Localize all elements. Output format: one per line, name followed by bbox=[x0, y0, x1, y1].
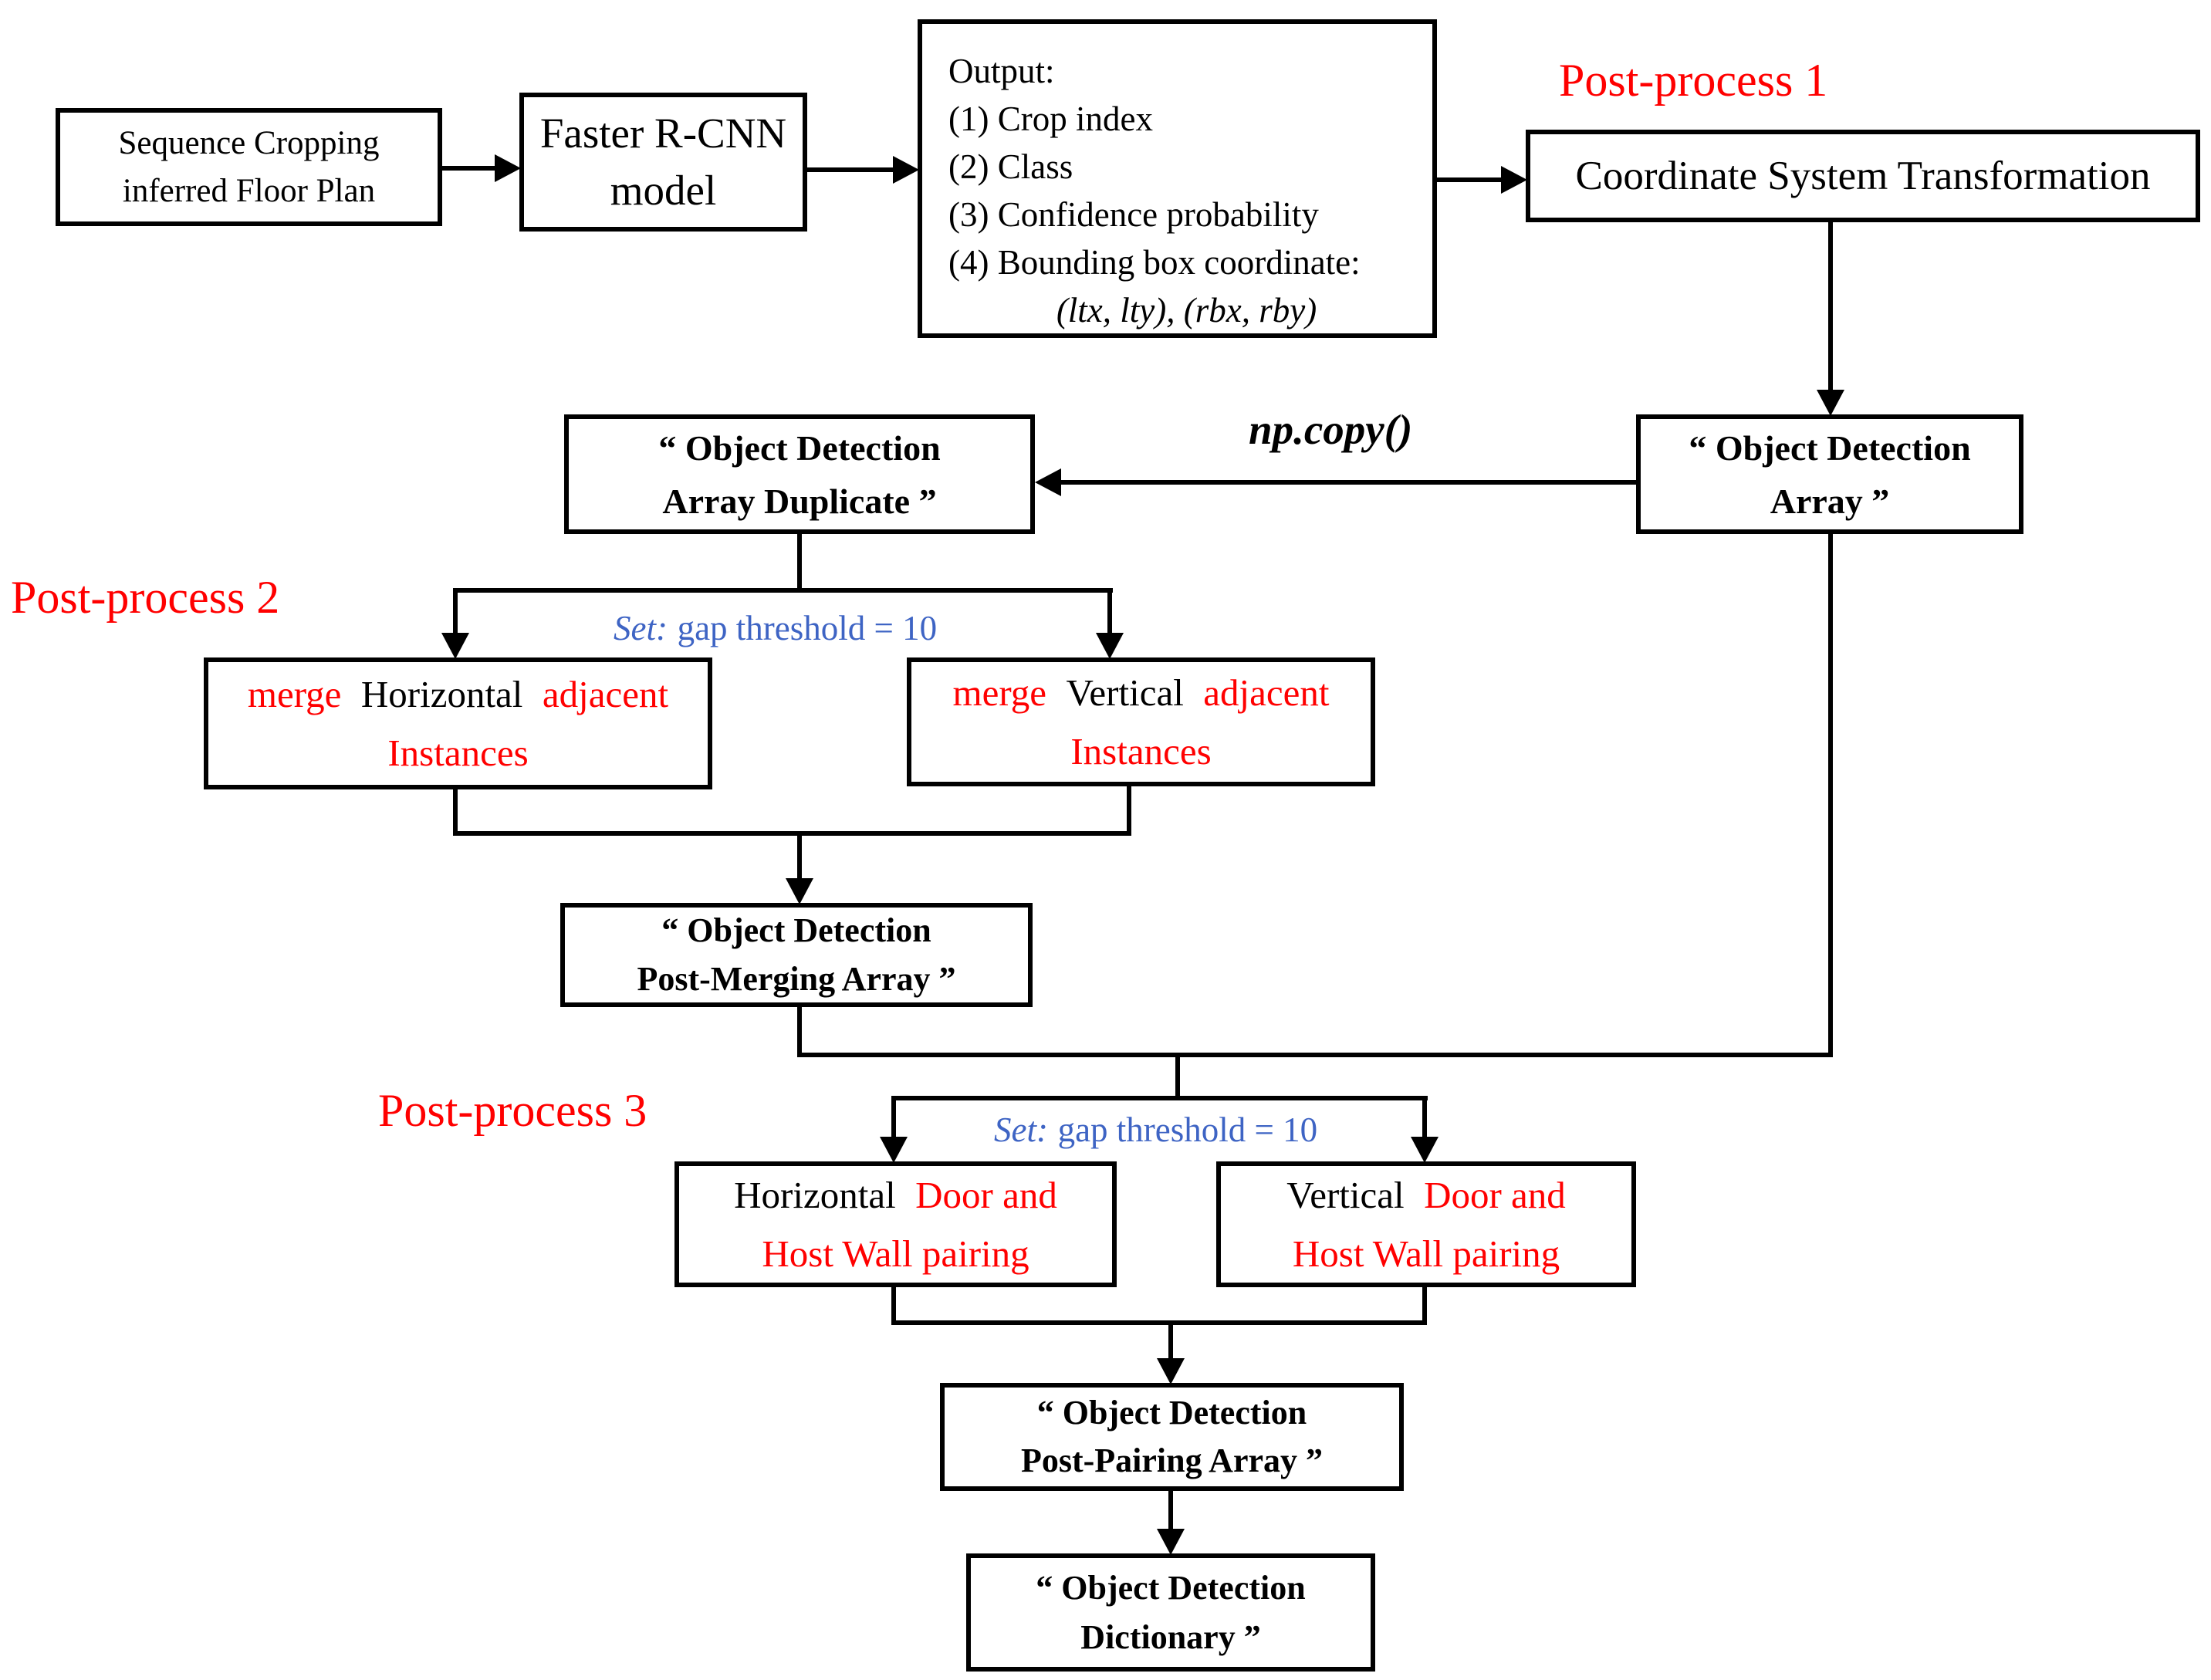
node-label-line: Array Duplicate ” bbox=[662, 481, 937, 521]
stage-label-post-process-2: Post-process 2 bbox=[11, 572, 280, 623]
node-label-line: “ Object Detection bbox=[661, 911, 931, 950]
node-horizontal-door-host-wall-pairing: Horizontal Door and Host Wall pairing bbox=[674, 1161, 1117, 1287]
node-coordinate-system-transformation: Coordinate System Transformation bbox=[1526, 130, 2200, 222]
node-label-line: Dictionary ” bbox=[1080, 1617, 1261, 1656]
node-label-line: “ Object Detection bbox=[1036, 1568, 1306, 1607]
node-label-line: inferred Floor Plan bbox=[122, 172, 376, 209]
connector-long-horizontal bbox=[797, 1053, 1833, 1057]
connector-join-down bbox=[797, 831, 802, 881]
connector-post-merging-down bbox=[797, 1007, 802, 1057]
connector-split-postprocess3 bbox=[891, 1096, 1428, 1100]
arrowhead-into-dictionary bbox=[1157, 1529, 1185, 1555]
connector-pair-horizontal-down bbox=[891, 1287, 896, 1325]
connector-split3-left-down bbox=[891, 1096, 896, 1138]
arrowhead-into-post-merging-array bbox=[786, 878, 813, 904]
arrowhead-rcnn-to-output bbox=[893, 156, 919, 184]
node-object-detection-array-duplicate: “ Object Detection Array Duplicate ” bbox=[564, 414, 1035, 534]
connector-split-left-down bbox=[453, 588, 458, 634]
connector-odarray-to-duplicate bbox=[1060, 480, 1636, 485]
connector-odarray-long-vertical bbox=[1828, 534, 1833, 1057]
connector-split3-right-down bbox=[1422, 1096, 1427, 1138]
arrowhead-odarray-to-duplicate bbox=[1035, 468, 1061, 496]
word-merge: merge bbox=[952, 671, 1046, 714]
connector-join-postprocess2 bbox=[453, 831, 1131, 836]
connector-cst-to-odarray bbox=[1828, 222, 1833, 391]
arrowhead-output-to-cst bbox=[1501, 166, 1527, 194]
word-adjacent: adjacent bbox=[1203, 671, 1330, 714]
node-label-line: Vertical Door and bbox=[1286, 1166, 1566, 1225]
connector-join3-down bbox=[1168, 1320, 1173, 1361]
node-label-line: “ Object Detection bbox=[1036, 1393, 1307, 1432]
word-host-wall-pairing: Host Wall pairing bbox=[762, 1232, 1029, 1275]
node-merge-horizontal-adjacent-instances: merge Horizontal adjacent Instances bbox=[204, 657, 712, 789]
node-label-line: “ Object Detection bbox=[1689, 428, 1971, 468]
connector-split-right-down bbox=[1107, 588, 1112, 634]
output-item: (3) Confidence probability bbox=[948, 195, 1319, 235]
word-vertical: Vertical bbox=[1286, 1173, 1405, 1216]
node-label-line: merge Horizontal adjacent bbox=[248, 665, 668, 724]
word-instances: Instances bbox=[1070, 729, 1212, 772]
node-label-line: Faster R-CNN bbox=[539, 109, 787, 157]
annotation-set-gap-threshold-2: Set:gap threshold = 10 bbox=[994, 1110, 1317, 1150]
word-door-and: Door and bbox=[1424, 1173, 1566, 1216]
node-label-line: Horizontal Door and bbox=[734, 1166, 1057, 1225]
node-object-detection-post-merging-array: “ Object Detection Post-Merging Array ” bbox=[560, 903, 1033, 1007]
connector-seqcrop-to-rcnn bbox=[442, 166, 496, 171]
node-faster-rcnn-model: Faster R-CNN model bbox=[519, 93, 807, 232]
connector-drop-postprocess3 bbox=[1175, 1053, 1180, 1100]
connector-merge-horizontal-down bbox=[453, 789, 458, 836]
node-label-line: Sequence Cropping bbox=[118, 125, 380, 162]
annotation-set-gap-threshold-1: Set:gap threshold = 10 bbox=[614, 608, 937, 648]
set-text: gap threshold = 10 bbox=[677, 609, 938, 647]
connector-merge-vertical-down bbox=[1127, 786, 1131, 836]
node-object-detection-post-pairing-array: “ Object Detection Post-Pairing Array ” bbox=[940, 1383, 1404, 1491]
connector-pair-vertical-down bbox=[1422, 1287, 1427, 1325]
word-horizontal: Horizontal bbox=[734, 1173, 896, 1216]
node-label-line: model bbox=[610, 167, 717, 214]
word-instances: Instances bbox=[387, 731, 529, 774]
word-vertical: Vertical bbox=[1066, 671, 1184, 714]
word-adjacent: adjacent bbox=[542, 672, 669, 715]
arrowhead-into-pair-horizontal bbox=[880, 1137, 908, 1163]
stage-label-post-process-3: Post-process 3 bbox=[378, 1085, 647, 1136]
arrowhead-cst-to-odarray bbox=[1817, 390, 1844, 416]
node-object-detection-dictionary: “ Object Detection Dictionary ” bbox=[966, 1553, 1375, 1672]
set-text: gap threshold = 10 bbox=[1057, 1110, 1318, 1149]
output-bbox-coordinates: (ltx, lty), (rbx, rby) bbox=[1056, 291, 1317, 330]
arrowhead-seqcrop-to-rcnn bbox=[495, 154, 521, 182]
node-sequence-cropping: Sequence Cropping inferred Floor Plan bbox=[56, 108, 442, 226]
word-host-wall-pairing: Host Wall pairing bbox=[1292, 1232, 1560, 1275]
word-merge: merge bbox=[247, 672, 342, 715]
output-title: Output: bbox=[948, 52, 1055, 90]
edge-label-np-copy: np.copy() bbox=[1249, 406, 1413, 453]
connector-rcnn-to-output bbox=[807, 167, 894, 172]
stage-label-post-process-1: Post-process 1 bbox=[1559, 55, 1828, 106]
output-item: (2) Class bbox=[948, 147, 1073, 187]
node-label-line: Post-Merging Array ” bbox=[637, 959, 956, 998]
word-horizontal: Horizontal bbox=[360, 672, 523, 715]
connector-post-pairing-down bbox=[1168, 1491, 1173, 1531]
node-label-line: merge Vertical adjacent bbox=[952, 664, 1329, 722]
set-prefix: Set: bbox=[994, 1110, 1048, 1149]
node-label-line: Array ” bbox=[1770, 481, 1890, 521]
arrowhead-into-merge-horizontal bbox=[441, 633, 469, 659]
arrowhead-into-post-pairing-array bbox=[1157, 1358, 1185, 1384]
connector-split-postprocess2 bbox=[454, 588, 1113, 593]
node-label-line: “ Object Detection bbox=[658, 428, 941, 468]
node-vertical-door-host-wall-pairing: Vertical Door and Host Wall pairing bbox=[1216, 1161, 1636, 1287]
node-label-line: Post-Pairing Array ” bbox=[1020, 1442, 1324, 1479]
connector-join-postprocess3 bbox=[891, 1320, 1427, 1325]
arrowhead-into-pair-vertical bbox=[1411, 1137, 1439, 1163]
set-prefix: Set: bbox=[614, 609, 668, 647]
output-item: (4) Bounding box coordinate: bbox=[948, 243, 1361, 282]
node-merge-vertical-adjacent-instances: merge Vertical adjacent Instances bbox=[907, 657, 1375, 786]
arrowhead-into-merge-vertical bbox=[1096, 633, 1124, 659]
connector-output-to-cst bbox=[1437, 177, 1503, 182]
word-door-and: Door and bbox=[915, 1173, 1057, 1216]
connector-duplicate-down bbox=[797, 534, 802, 593]
node-object-detection-array: “ Object Detection Array ” bbox=[1636, 414, 2023, 534]
node-output-list: Output: (1) Crop index (2) Class (3) Con… bbox=[918, 19, 1437, 338]
node-label-line: Coordinate System Transformation bbox=[1575, 154, 2151, 198]
output-item: (1) Crop index bbox=[948, 100, 1153, 139]
